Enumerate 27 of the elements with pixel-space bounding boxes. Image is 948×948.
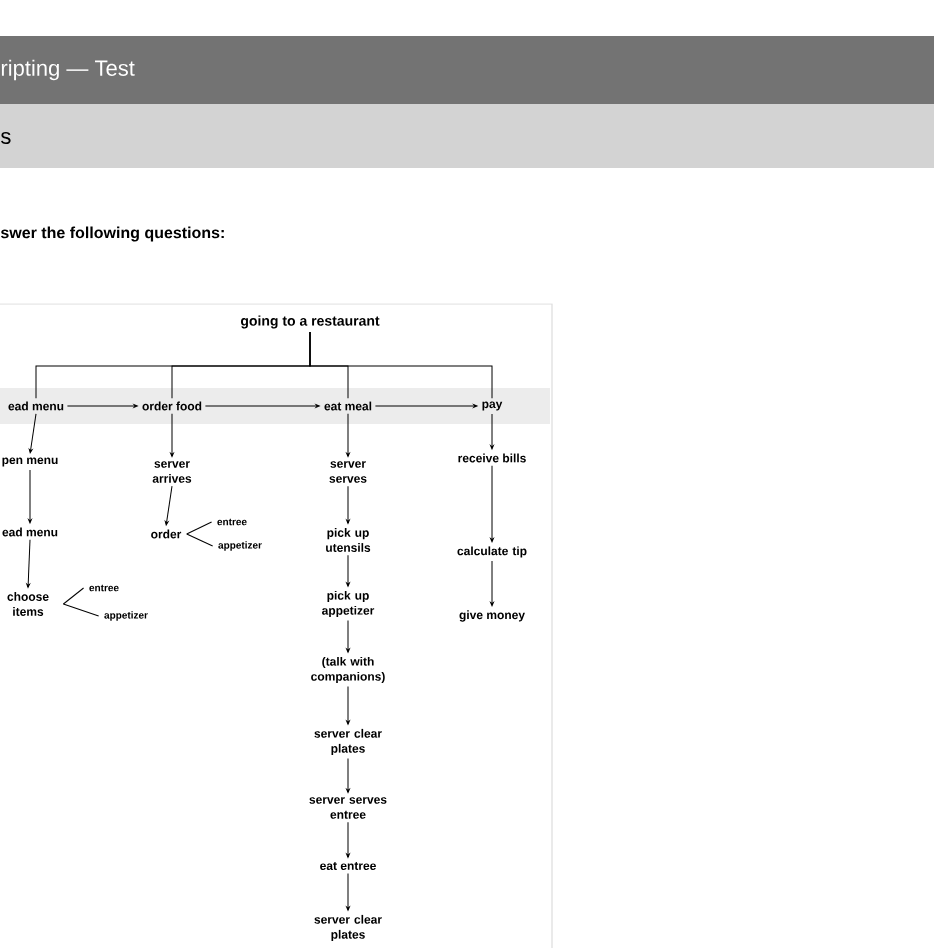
arrow — [26, 539, 31, 588]
arrow — [346, 872, 350, 911]
arrow — [346, 758, 350, 793]
branch-line — [62, 603, 100, 617]
arrow — [170, 413, 174, 457]
arrow — [204, 404, 320, 408]
arrow — [490, 465, 494, 543]
arrow — [490, 560, 494, 607]
header-subtitle: s — [1, 132, 11, 144]
arrow — [346, 554, 350, 587]
arrow — [66, 404, 138, 408]
arrow — [346, 485, 350, 524]
arrow — [28, 469, 32, 524]
arrow — [164, 485, 173, 526]
arrow — [346, 620, 350, 653]
arrow — [346, 413, 350, 457]
branch-line — [186, 521, 213, 535]
arrow — [374, 404, 478, 408]
connector-line — [309, 331, 493, 399]
header-title: ripting — Test — [1, 59, 135, 81]
arrow — [346, 686, 350, 725]
arrow — [28, 413, 37, 454]
arrow — [346, 821, 350, 858]
branch-line — [186, 533, 214, 547]
instruction-text: swer the following questions: — [0, 226, 224, 242]
arrow — [490, 413, 494, 450]
branch-line — [62, 587, 85, 605]
